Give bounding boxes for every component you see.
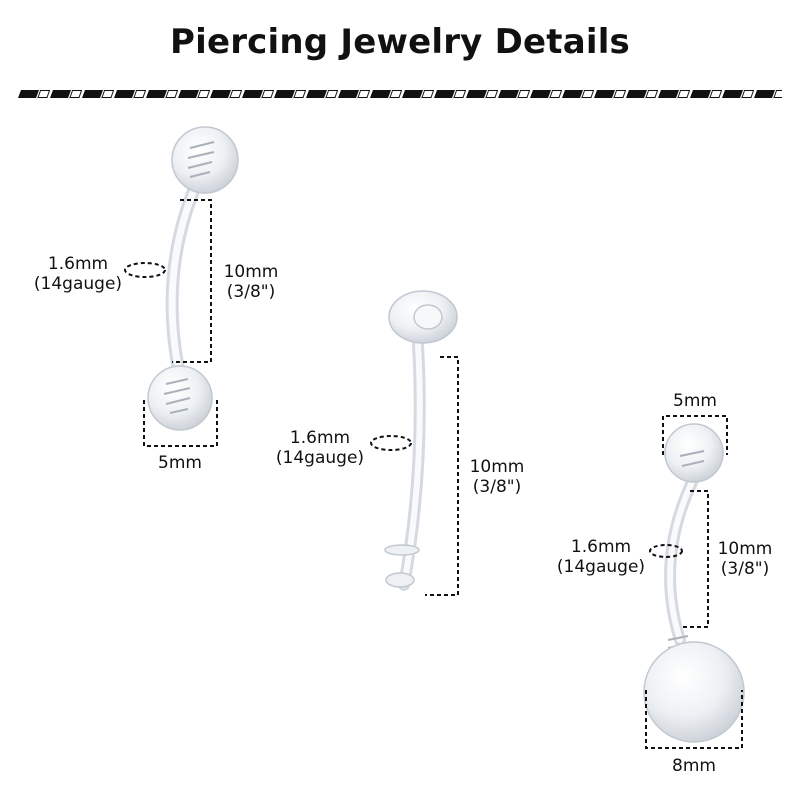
length-value: 10mm bbox=[469, 457, 525, 477]
top-ball bbox=[171, 126, 239, 194]
length-inch-value: (3/8") bbox=[720, 559, 770, 579]
gauge-value: (14gauge) bbox=[275, 448, 365, 468]
page-title: Piercing Jewelry Details bbox=[169, 22, 630, 62]
bottom-ball bbox=[643, 641, 745, 743]
thickness-label-2: 1.6mm (14gauge) bbox=[270, 428, 370, 468]
length-label-1: 10mm (3/8") bbox=[218, 262, 284, 302]
length-label-2: 10mm (3/8") bbox=[464, 457, 530, 497]
retainer-tip bbox=[385, 572, 415, 588]
belly-barbell-3 bbox=[643, 423, 745, 743]
curved-barbell-1 bbox=[147, 126, 239, 431]
top-ball-size-label-3: 5mm bbox=[673, 391, 717, 411]
ball-size-label-1: 5mm bbox=[158, 453, 202, 473]
thickness-label-1: 1.6mm (14gauge) bbox=[28, 254, 128, 294]
length-value: 10mm bbox=[223, 262, 279, 282]
measure-lines-1 bbox=[124, 199, 218, 447]
thickness-value: 1.6mm bbox=[47, 254, 109, 274]
thickness-value: 1.6mm bbox=[570, 537, 632, 557]
retainer-ring bbox=[384, 544, 420, 556]
measure-lines-3 bbox=[645, 415, 743, 749]
length-inch-value: (3/8") bbox=[472, 477, 522, 497]
thickness-label-3: 1.6mm (14gauge) bbox=[551, 537, 651, 577]
dashed-divider bbox=[18, 88, 782, 100]
bottom-ball-size-label-3: 8mm bbox=[672, 756, 716, 776]
gauge-value: (14gauge) bbox=[33, 274, 123, 294]
measure-lines-2 bbox=[370, 356, 459, 596]
curved-retainer-2 bbox=[384, 290, 458, 591]
length-inch-value: (3/8") bbox=[226, 282, 276, 302]
length-value: 10mm bbox=[717, 539, 773, 559]
bottom-ball bbox=[147, 365, 213, 431]
gauge-value: (14gauge) bbox=[556, 557, 646, 577]
thickness-value: 1.6mm bbox=[289, 428, 351, 448]
length-label-3: 10mm (3/8") bbox=[712, 539, 778, 579]
